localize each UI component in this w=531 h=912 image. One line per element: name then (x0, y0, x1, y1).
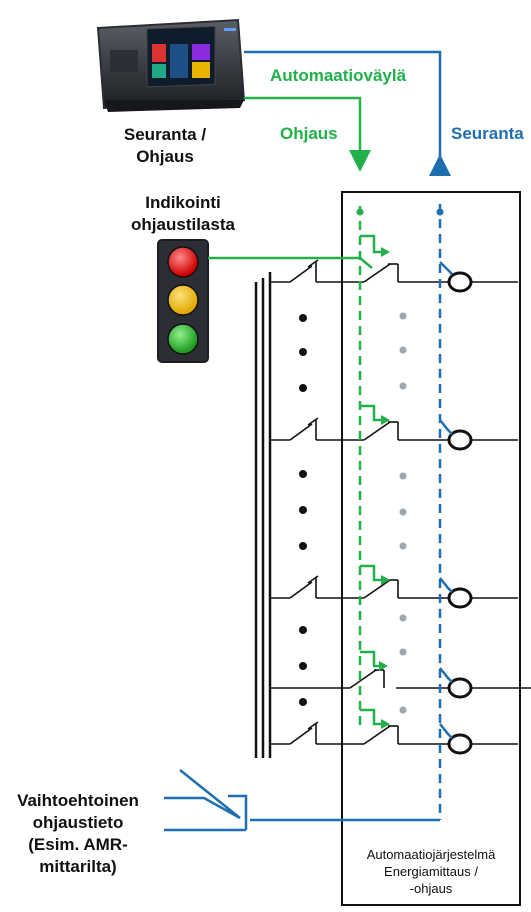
indicator-label: Indikointi ohjaustilasta (108, 192, 258, 236)
control-label: Ohjaus (280, 124, 338, 143)
monitor-label: Seuranta (451, 124, 524, 143)
monitoring-line (244, 50, 453, 822)
traffic-light-icon (157, 239, 209, 363)
busbar (254, 272, 272, 758)
system-box-label: Automaatiojärjestelmä Energiamittaus / -… (343, 846, 519, 897)
device-label: Seuranta / Ohjaus (110, 124, 220, 168)
control-arrows (349, 150, 390, 729)
alternative-line4: mittarilta) (39, 857, 117, 876)
red-lamp-icon (167, 246, 199, 278)
green-lamp-icon (167, 323, 199, 355)
system-box-line3: -ohjaus (409, 881, 453, 896)
alternative-label: Vaihtoehtoinen ohjaustieto (Esim. AMR- m… (4, 790, 152, 878)
touch-panel-controller-icon (96, 18, 246, 112)
indicator-label-line1: Indikointi (145, 193, 221, 212)
circuit-rows (270, 259, 531, 745)
indicator-label-line2: ohjaustilasta (131, 215, 235, 234)
yellow-lamp-icon (167, 284, 199, 316)
alternative-switch-icon (164, 769, 248, 832)
alternative-line1: Vaihtoehtoinen (17, 791, 139, 810)
device-label-line2: Ohjaus (136, 147, 194, 166)
system-box-line2: Energiamittaus / (384, 864, 478, 879)
alternative-line3: (Esim. AMR- (28, 835, 128, 854)
energy-meter-icon (447, 271, 473, 755)
alternative-line2: ohjaustieto (32, 813, 124, 832)
bus-label: Automaatioväylä (270, 66, 407, 85)
system-box (341, 191, 521, 906)
system-box-line1: Automaatiojärjestelmä (366, 847, 496, 862)
device-label-line1: Seuranta / (123, 125, 207, 144)
continuation-dots-gray (399, 312, 407, 714)
control-line (208, 96, 384, 730)
continuation-dots (299, 314, 307, 706)
monitoring-arrows (429, 154, 451, 216)
